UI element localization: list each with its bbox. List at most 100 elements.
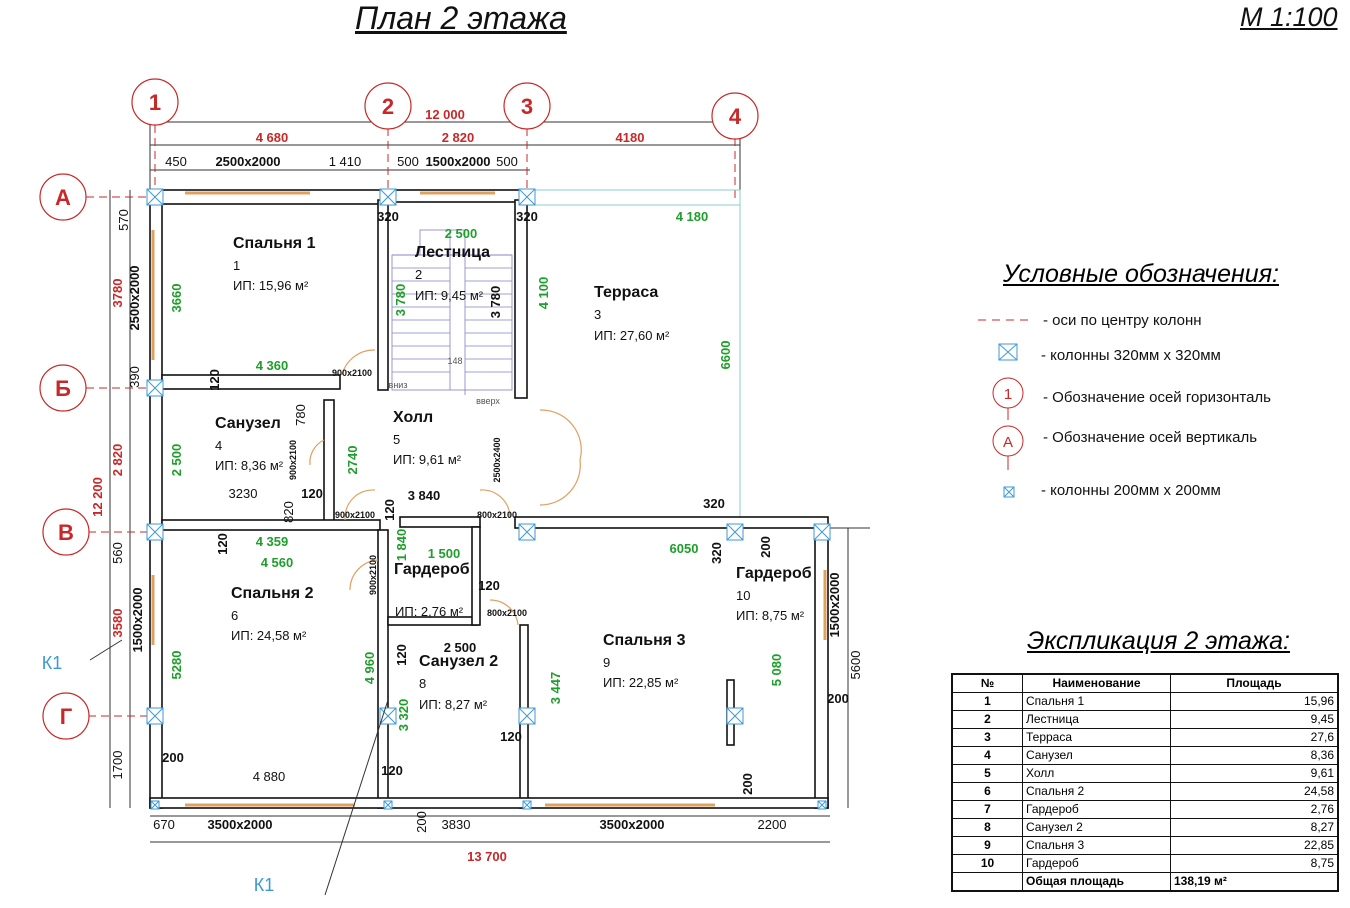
dimension-label: 320 [709, 542, 724, 564]
row-name: Гардероб [1022, 854, 1171, 873]
dimension-label: 200 [414, 811, 429, 833]
axis-label-4: 4 [729, 104, 742, 129]
dimension-label: 13 700 [467, 849, 507, 864]
dimension-label: 320 [516, 209, 538, 224]
dimension-label: 500 [496, 154, 518, 169]
col-header-num: № [951, 673, 1023, 693]
terrace-outline [527, 189, 741, 520]
dimension-label: 2500x2400 [492, 437, 502, 482]
dimension-label: 3 320 [396, 699, 411, 732]
col-header-area: Площадь [1170, 673, 1339, 693]
column-icon [146, 379, 164, 397]
room-name: Спальня 1 [233, 235, 316, 252]
dimension-label: 820 [281, 501, 296, 523]
dimension-label: 1 840 [394, 529, 409, 562]
dimension-label: 570 [116, 209, 131, 231]
dimension-label: 2 500 [169, 444, 184, 477]
room-area: ИП: 2,76 м² [395, 604, 464, 619]
legend-axis-v-label: А [1003, 434, 1013, 451]
row-name: Лестница [1022, 710, 1171, 729]
room-name: Санузел [215, 415, 281, 432]
dimension-label: 4 880 [253, 769, 286, 784]
doors [309, 349, 582, 626]
row-num: 9 [951, 836, 1023, 855]
dimension-label: 3500x2000 [599, 817, 664, 832]
legend-item: - Обозначение осей вертикаль [1043, 429, 1258, 446]
dimension-label: 800x2100 [477, 510, 517, 520]
legend-axis-v-icon [992, 425, 1024, 470]
column-icon [518, 523, 536, 541]
dimension-label: 900x2100 [335, 510, 375, 520]
row-name: Гардероб [1022, 800, 1171, 819]
dimension-label: 2740 [345, 446, 360, 475]
axis-label-v: В [58, 520, 74, 545]
dimension-label: 670 [153, 817, 175, 832]
legend-item: - колонны 200мм х 200мм [1041, 482, 1221, 499]
explication-title: Экспликация 2 этажа: [1027, 627, 1290, 655]
dimension-label: 2500x2000 [215, 154, 280, 169]
dimension-label: 2 500 [445, 226, 478, 241]
dimension-label: 4 560 [261, 555, 294, 570]
dimension-label: 120 [381, 763, 403, 778]
legend-column-200-icon [1003, 486, 1015, 498]
room-num: 10 [736, 588, 750, 603]
dimension-lines [109, 121, 870, 843]
dimension-label: 560 [110, 542, 125, 564]
dimension-label: 4 960 [362, 652, 377, 685]
room-area: ИП: 9,61 м² [393, 452, 462, 467]
dimension-label: 120 [207, 369, 222, 391]
axis-label-b: Б [55, 376, 71, 401]
legend-title: Условные обозначения: [1003, 260, 1279, 288]
row-name: Спальня 3 [1022, 836, 1171, 855]
room-name: Гардероб [394, 561, 470, 578]
dimension-label: 200 [827, 691, 849, 706]
dimension-label: 120 [301, 486, 323, 501]
dimension-label: 3 447 [548, 672, 563, 705]
dimension-label: 900x2100 [332, 368, 372, 378]
section-line [324, 699, 389, 896]
axis-label-2: 2 [382, 94, 394, 119]
room-num: 2 [415, 267, 422, 282]
column-small-icon [522, 800, 532, 810]
stair-mid: 148 [447, 356, 462, 366]
dimension-label: 12 000 [425, 107, 465, 122]
room-name: Спальня 2 [231, 585, 314, 602]
total-empty [951, 872, 1023, 892]
legend-column-320-icon [998, 343, 1018, 361]
room-name: Лестница [415, 244, 490, 261]
dimension-label: 450 [165, 154, 187, 169]
row-num: 6 [951, 782, 1023, 801]
room-name: Спальня 3 [603, 632, 686, 649]
row-num: 10 [951, 854, 1023, 873]
dimension-label: 1500x2000 [827, 572, 842, 637]
axis-label-a: А [55, 185, 71, 210]
row-area: 24,58 [1170, 782, 1339, 801]
dimension-label: 2 820 [442, 130, 475, 145]
room-num: 4 [215, 438, 222, 453]
dimension-label: 3830 [442, 817, 471, 832]
column-small-icon [383, 800, 393, 810]
axis-label-g: Г [60, 704, 73, 729]
dimension-label: 1 500 [428, 546, 461, 561]
row-area: 9,61 [1170, 764, 1339, 783]
dimension-label: 3580 [110, 609, 125, 638]
axis-lines [86, 125, 736, 717]
row-name: Спальня 2 [1022, 782, 1171, 801]
section-line [89, 639, 123, 661]
legend-item: - оси по центру колонн [1043, 312, 1202, 329]
dimension-label: 320 [703, 496, 725, 511]
row-area: 8,27 [1170, 818, 1339, 837]
dimension-label: 3230 [229, 486, 258, 501]
